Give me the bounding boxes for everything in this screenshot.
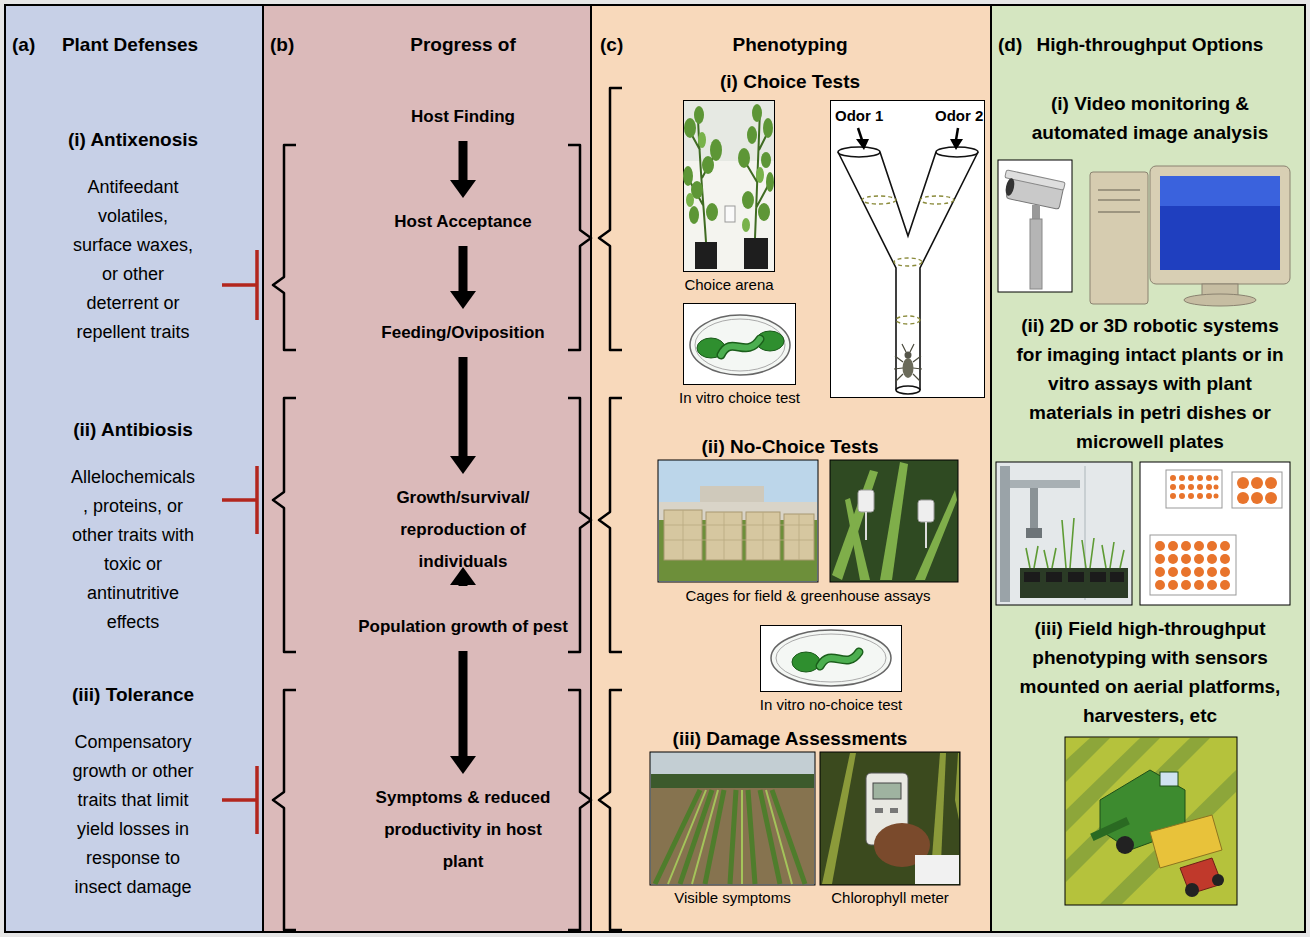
text-slot: (i) Choice Tests <box>640 70 940 94</box>
defense-entry: (i) AntixenosisAntifeedant volatiles, su… <box>48 127 218 347</box>
petri-dish-choice <box>684 304 795 384</box>
robotic-imaging-photo <box>996 462 1132 605</box>
text-slot: In vitro no-choice test <box>760 696 903 714</box>
odor-label: Odor 1 <box>835 107 883 125</box>
flow-arrow <box>459 651 468 756</box>
flow-arrow <box>459 141 468 180</box>
inhibition-symbol <box>222 250 257 834</box>
text-slot: (a) <box>12 33 35 57</box>
defense-heading: (i) Antixenosis <box>48 127 218 153</box>
process-step: Population growth of pest <box>333 611 593 643</box>
odor-label: Odor 2 <box>935 107 983 125</box>
process-step: Growth/survival/ reproduction of individ… <box>368 482 558 578</box>
section-heading: (ii) No-Choice Tests <box>640 435 940 459</box>
computer <box>1090 166 1290 306</box>
photo-caption: In vitro choice test <box>679 389 800 407</box>
petri-dish-no-choice <box>761 626 901 691</box>
defense-heading: (iii) Tolerance <box>48 682 218 708</box>
column-panel: (d)High-throughput Options <box>990 4 1306 933</box>
harvester-field <box>1065 737 1237 905</box>
bracket <box>273 88 622 930</box>
olfactometer-frame: Odor 1 Odor 2 <box>830 100 985 398</box>
choice-arena-photo <box>683 101 774 271</box>
step-text: Symptoms & reduced productivity in host … <box>368 782 558 878</box>
photo-frame: Visible symptoms <box>650 752 815 885</box>
photo-frame: Cages for field & greenhouse assays <box>658 460 958 582</box>
flow-arrow <box>459 357 468 456</box>
defense-description: Antifeedant volatiles, surface waxes, or… <box>68 173 198 347</box>
clip-cage-photo <box>830 460 958 582</box>
column-panel: Host FindingHost AcceptanceFeeding/Ovipo… <box>262 4 592 933</box>
defense-description: Allelochemicals , proteins, or other tra… <box>68 463 198 637</box>
panel-title: Progress of <box>363 33 563 57</box>
text-slot: (b) <box>270 33 294 57</box>
step-text: Host Acceptance <box>333 206 593 238</box>
y-tube-olfactometer <box>831 101 984 397</box>
text-slot: Chlorophyll meter <box>831 889 949 907</box>
defense-entry: (ii) AntibiosisAllelochemicals , protein… <box>48 417 218 637</box>
panel-title: High-throughput Options <box>1025 33 1275 57</box>
text-slot: (ii) 2D or 3D robotic systems for imagin… <box>1010 311 1290 456</box>
column-panel: (i) AntixenosisAntifeedant volatiles, su… <box>4 4 264 933</box>
column-panel: Choice arena Odor 1 Odor 2 In vitro choice … <box>590 4 992 933</box>
text-slot: (iii) Field high-throughput phenotyping … <box>1010 614 1290 730</box>
photo-frame: Chlorophyll meter <box>820 752 960 885</box>
defense-heading: (ii) Antibiosis <box>48 417 218 443</box>
panel-title: Plant Defenses <box>30 33 230 57</box>
text-slot: In vitro choice test <box>679 389 800 407</box>
text-slot: (ii) No-Choice Tests <box>640 435 940 459</box>
photo-frame: In vitro choice test <box>683 303 796 385</box>
flow-arrow <box>459 246 468 291</box>
photo-caption: Visible symptoms <box>674 889 790 907</box>
process-step: Feeding/Oviposition <box>333 317 593 349</box>
process-step: Host Finding <box>333 101 593 133</box>
text-slot: Odor 2 <box>935 107 983 125</box>
process-step: Symptoms & reduced productivity in host … <box>368 782 558 878</box>
field-symptoms-photo <box>650 752 815 885</box>
text-slot: (d) <box>998 33 1022 57</box>
step-text: Host Finding <box>333 101 593 133</box>
defense-description: Compensatory growth or other traits that… <box>68 728 198 902</box>
section-heading: (i) Choice Tests <box>640 70 940 94</box>
text-slot: Cages for field & greenhouse assays <box>685 587 930 605</box>
photo-caption: Cages for field & greenhouse assays <box>685 587 930 605</box>
option-heading: (iii) Field high-throughput phenotyping … <box>1010 614 1290 730</box>
photo-caption: In vitro no-choice test <box>760 696 903 714</box>
text-slot: Progress of <box>363 33 563 57</box>
defense-entry: (iii) ToleranceCompensatory growth or ot… <box>48 682 218 902</box>
microwell-plates <box>1140 462 1290 605</box>
flow-arrow <box>459 585 468 586</box>
text-slot: Plant Defenses <box>30 33 230 57</box>
text-slot: Phenotyping <box>690 33 890 57</box>
field-cage-photo <box>658 460 818 582</box>
step-text: Feeding/Oviposition <box>333 317 593 349</box>
photo-caption: Chlorophyll meter <box>831 889 949 907</box>
text-slot: Visible symptoms <box>674 889 790 907</box>
panel-letter: (d) <box>998 33 1022 57</box>
step-text: Growth/survival/ reproduction of individ… <box>368 482 558 578</box>
text-slot: (i) Video monitoring & automated image a… <box>1010 89 1290 147</box>
chlorophyll-meter-photo <box>820 752 960 885</box>
photo-caption: Choice arena <box>684 276 773 294</box>
text-slot: (iii) Damage Assessments <box>640 727 940 751</box>
panel-letter: (b) <box>270 33 294 57</box>
step-text: Population growth of pest <box>333 611 593 643</box>
text-slot: Odor 1 <box>835 107 883 125</box>
panel-letter: (a) <box>12 33 35 57</box>
video-camera <box>998 160 1072 292</box>
photo-frame: Choice arena <box>683 100 775 272</box>
option-heading: (ii) 2D or 3D robotic systems for imagin… <box>1010 311 1290 456</box>
insect <box>894 344 922 381</box>
panel-letter: (c) <box>600 33 623 57</box>
panel-title: Phenotyping <box>690 33 890 57</box>
text-slot: Choice arena <box>684 276 773 294</box>
text-slot: (c) <box>600 33 623 57</box>
photo-frame: In vitro no-choice test <box>760 625 902 692</box>
text-slot: High-throughput Options <box>1025 33 1275 57</box>
section-heading: (iii) Damage Assessments <box>640 727 940 751</box>
option-heading: (i) Video monitoring & automated image a… <box>1010 89 1290 147</box>
process-step: Host Acceptance <box>333 206 593 238</box>
